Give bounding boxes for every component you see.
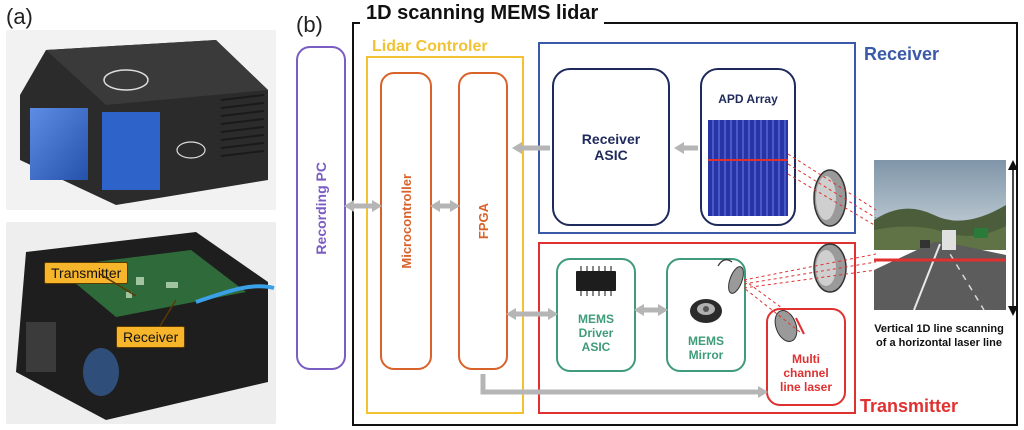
- apd-array-label: APD Array: [718, 92, 778, 106]
- mems-driver-label: MEMS Driver ASIC: [556, 312, 636, 354]
- mems-mirror-box: [666, 258, 746, 372]
- apd-array-grid: [708, 120, 788, 216]
- driver-chip-icon: [576, 266, 616, 296]
- laser-line2: channel: [783, 366, 829, 380]
- scan-direction-arrow: [1008, 160, 1018, 316]
- road-scene-image: [874, 160, 1006, 311]
- receiver-asic-line2: ASIC: [594, 147, 628, 163]
- laser-line1: Multi: [792, 352, 820, 366]
- transmitter-title: Transmitter: [860, 396, 959, 416]
- microcontroller-box: Microcontroller: [380, 72, 432, 370]
- lidar-device-photo: [6, 30, 276, 210]
- scan-caption: Vertical 1D line scanning of a horizonta…: [858, 322, 1020, 350]
- receiver-asic-line1: Receiver: [581, 131, 641, 147]
- receiver-title: Receiver: [864, 44, 940, 64]
- lidar-system-frame: [352, 22, 1018, 426]
- callout-pointers: [99, 273, 177, 327]
- panel-b-label: (b): [296, 12, 323, 37]
- mems-mirror-line2: Mirror: [688, 348, 724, 362]
- lidar-controller-label: Lidar Controler: [372, 38, 488, 55]
- mems-mirror-icon: [690, 299, 722, 323]
- mems-driver-line3: ASIC: [581, 340, 611, 354]
- receiver-block: [538, 42, 856, 234]
- mems-driver-box: [556, 258, 636, 372]
- diagram-title: 1D scanning MEMS lidar: [360, 2, 605, 25]
- mems-mirror-label: MEMS Mirror: [666, 334, 746, 362]
- lidar-controller-box: [366, 56, 524, 414]
- laser-line3: line laser: [779, 380, 833, 394]
- panel-a-label: (a): [6, 4, 33, 29]
- receiver-asic-box: Receiver ASIC: [552, 68, 670, 226]
- receiver-callout: Receiver: [116, 326, 186, 348]
- mems-driver-line2: Driver: [578, 326, 614, 340]
- fpga-box: FPGA: [458, 72, 508, 370]
- laser-label: Multi channel line laser: [766, 352, 846, 394]
- transmitter-block: [538, 242, 856, 414]
- mems-mirror-line1: MEMS: [688, 334, 724, 348]
- mems-driver-line1: MEMS: [578, 312, 614, 326]
- scan-caption-line2: of a horizontal laser line: [876, 337, 1002, 349]
- laser-box: [766, 308, 846, 406]
- scan-caption-line1: Vertical 1D line scanning: [874, 323, 1004, 335]
- recording-pc-box: Recording PC: [296, 46, 346, 370]
- apd-array-box: [700, 68, 796, 226]
